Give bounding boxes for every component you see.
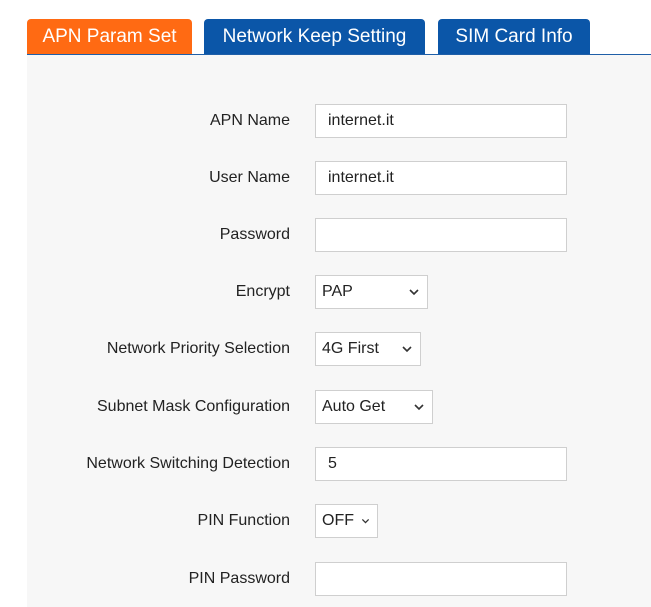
encrypt-label: Encrypt	[235, 283, 290, 300]
network-switching-label: Network Switching Detection	[86, 455, 290, 472]
network-priority-select-value: 4G First	[322, 340, 379, 357]
tab-sim-card-info[interactable]: SIM Card Info	[438, 19, 590, 54]
password-label: Password	[219, 226, 290, 243]
pin-function-label: PIN Function	[197, 512, 290, 529]
chevron-down-icon	[414, 404, 424, 411]
pin-function-select-value: OFF	[322, 512, 354, 529]
network-switching-input[interactable]	[315, 447, 567, 481]
encrypt-select[interactable]: PAP	[315, 275, 428, 309]
pin-password-label: PIN Password	[188, 570, 290, 587]
apn-name-input[interactable]	[315, 104, 567, 138]
chevron-down-icon	[361, 518, 370, 524]
subnet-mask-label: Subnet Mask Configuration	[97, 398, 290, 415]
pin-function-select[interactable]: OFF	[315, 504, 378, 538]
pin-password-input[interactable]	[315, 562, 567, 596]
network-priority-select[interactable]: 4G First	[315, 332, 421, 366]
subnet-mask-select[interactable]: Auto Get	[315, 390, 433, 424]
user-name-input[interactable]	[315, 161, 567, 195]
tab-bar: APN Param Set Network Keep Setting SIM C…	[27, 19, 651, 55]
network-priority-label: Network Priority Selection	[106, 340, 290, 357]
password-input[interactable]	[315, 218, 567, 252]
chevron-down-icon	[402, 346, 412, 353]
tab-apn-param-set[interactable]: APN Param Set	[27, 19, 192, 54]
apn-settings-panel: APN Name User Name Password Encrypt PAP …	[27, 55, 651, 607]
tab-network-keep-setting[interactable]: Network Keep Setting	[204, 19, 425, 54]
subnet-mask-select-value: Auto Get	[322, 398, 386, 415]
user-name-label: User Name	[209, 169, 290, 186]
apn-name-label: APN Name	[209, 112, 290, 129]
chevron-down-icon	[409, 289, 419, 296]
encrypt-select-value: PAP	[322, 283, 353, 300]
